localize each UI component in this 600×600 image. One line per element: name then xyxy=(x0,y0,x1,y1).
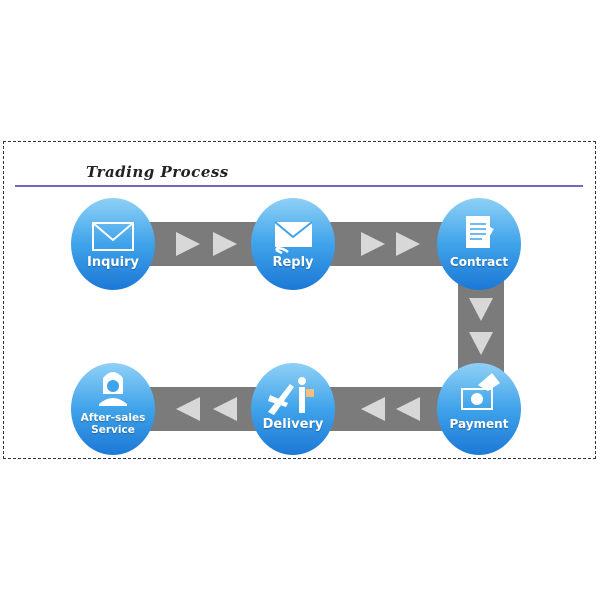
arrow-right-icon xyxy=(213,232,237,256)
arrow-down-icon xyxy=(469,332,493,355)
step-label-contract: Contract xyxy=(449,255,509,269)
title-divider xyxy=(15,185,583,187)
step-label-after-sales-line1: After-sales xyxy=(80,412,146,424)
step-label-after-sales-line2: Service xyxy=(91,424,135,436)
arrow-right-icon xyxy=(176,232,200,256)
step-payment xyxy=(437,363,521,455)
step-label-delivery: Delivery xyxy=(262,417,324,432)
arrow-left-icon xyxy=(176,397,200,421)
money-hand-icon xyxy=(461,373,500,410)
reply-envelope-icon xyxy=(274,221,313,255)
arrow-left-icon xyxy=(361,397,385,421)
step-inquiry xyxy=(71,198,155,290)
airplane-courier-icon xyxy=(268,377,314,415)
step-label-payment: Payment xyxy=(449,417,509,431)
arrow-right-icon xyxy=(361,232,385,256)
step-label-after-sales: After-sales Service xyxy=(68,412,158,436)
support-agent-icon xyxy=(99,372,127,406)
step-contract xyxy=(437,198,521,290)
envelope-icon xyxy=(92,222,134,251)
step-after-sales-service xyxy=(71,363,155,455)
diagram-frame xyxy=(3,141,596,459)
arrow-left-icon xyxy=(396,397,420,421)
arrow-right-icon xyxy=(396,232,420,256)
step-reply xyxy=(251,198,335,290)
step-label-reply: Reply xyxy=(272,255,314,270)
step-label-inquiry: Inquiry xyxy=(87,255,139,270)
arrow-left-icon xyxy=(213,397,237,421)
document-pen-icon xyxy=(466,216,494,248)
diagram-title: Trading Process xyxy=(86,163,229,181)
step-delivery xyxy=(251,363,335,455)
arrow-down-icon xyxy=(469,298,493,321)
